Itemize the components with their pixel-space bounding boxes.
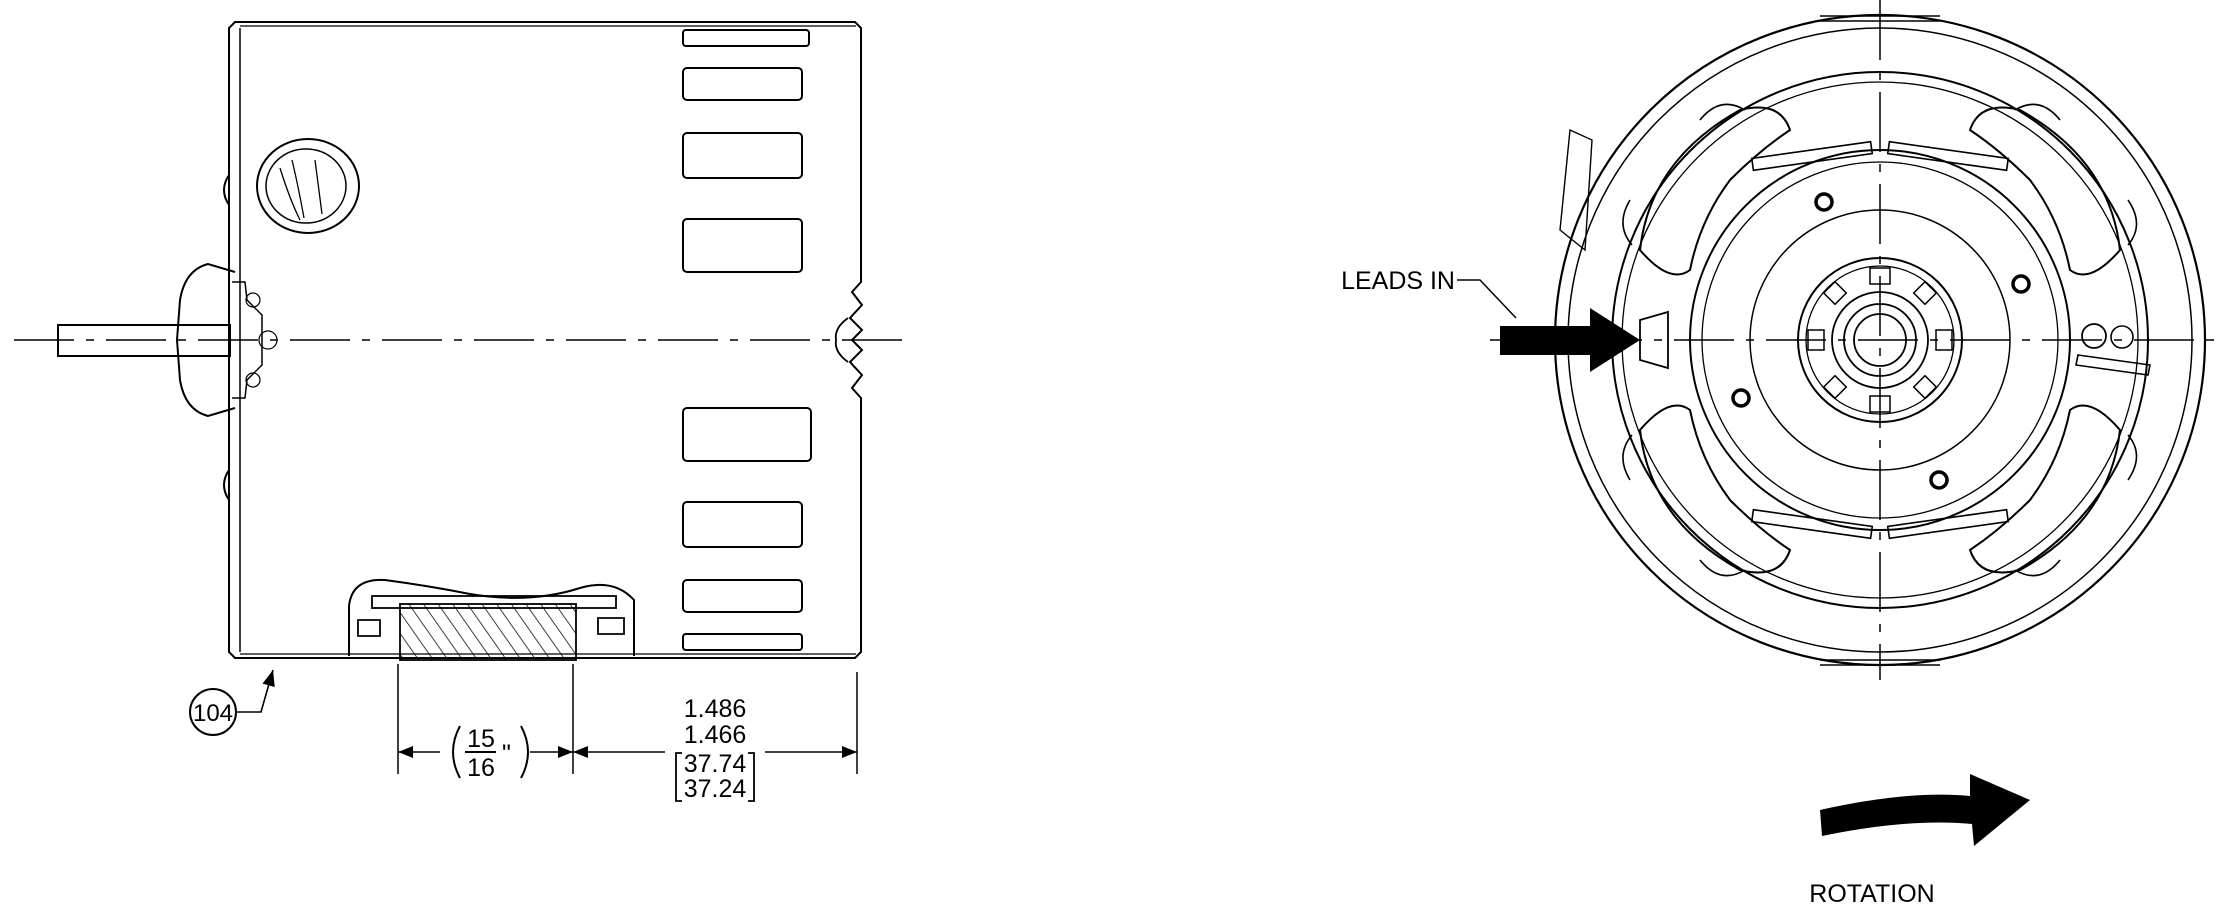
motor-housing	[228, 21, 864, 659]
rim-bump	[1699, 103, 1746, 121]
dim-right-max-in: 1.486	[684, 695, 747, 723]
lead-clip-bar	[2075, 354, 2151, 376]
mounting-hole	[1731, 388, 1751, 408]
rim-bump	[1699, 559, 1746, 577]
rim-bump	[2014, 103, 2061, 121]
bearing-tooth	[1869, 395, 1891, 413]
winding-lobe	[1638, 106, 1792, 276]
cutaway-hatched-section	[399, 603, 577, 661]
conduit-knockout-detail	[279, 159, 323, 221]
winding-lobe	[1968, 106, 2122, 276]
dim-right-min-mm: 37.24	[684, 775, 747, 803]
side-view-text: 104 15 16 " 1.486 1.466 37.74 37.24	[193, 695, 746, 803]
stator-plate-inner	[1701, 161, 2059, 519]
metric-bracket-left	[675, 752, 682, 802]
bearing-tooth	[1807, 329, 1825, 351]
hub-wavy-2	[245, 372, 261, 388]
rotation-arrow	[1820, 774, 2030, 846]
balloon-label: 104	[193, 700, 233, 727]
rim-bump	[2014, 559, 2061, 577]
vent-slot	[682, 132, 803, 179]
dim-left-denominator: 16	[467, 754, 495, 782]
edge-tab-row	[1820, 659, 1940, 666]
rim-bump	[1622, 434, 1633, 481]
housing-left-bump-bottom	[223, 469, 230, 501]
mounting-hole	[2011, 274, 2031, 294]
bearing-ring	[1831, 291, 1929, 389]
cutaway-insert-top	[371, 595, 617, 609]
vent-slot	[682, 579, 803, 613]
hub-wavy-1	[245, 292, 261, 308]
lead-clip	[2081, 323, 2107, 349]
edge-tabs	[1559, 15, 1940, 666]
dim-right-max-mm: 37.74	[684, 750, 747, 778]
mounting-hole	[1814, 192, 1834, 212]
bearing-tooth	[1935, 329, 1953, 351]
leads-leader	[1457, 279, 1517, 319]
winding-lobe	[1638, 404, 1792, 574]
bearing-ring-inner	[1843, 303, 1917, 377]
lead-clip-inner	[2110, 325, 2134, 349]
balloon-leader	[236, 669, 275, 713]
conduit-knockout	[256, 138, 360, 234]
bearing-tooth	[1822, 280, 1848, 306]
vent-slot	[682, 633, 803, 651]
rotation-label: ROTATION	[1809, 880, 1934, 908]
stator-slot	[1750, 140, 1874, 172]
edge-tab-side	[1559, 128, 1593, 252]
rim-bump	[2127, 434, 2138, 481]
housing-left-bump-top	[223, 174, 230, 206]
edge-tab-row	[1820, 15, 1940, 22]
dim-left-numerator: 15	[467, 725, 495, 753]
leads-label: LEADS IN	[1341, 267, 1455, 295]
metric-bracket-right	[748, 752, 755, 802]
bearing-housing	[1797, 257, 1963, 423]
mounting-holes	[1731, 192, 2031, 490]
bearing-tooth	[1912, 280, 1938, 306]
hub-wavy-3	[258, 330, 278, 350]
bearing-tooth	[1869, 267, 1891, 285]
vent-slot	[682, 218, 803, 273]
cutaway-outline	[348, 578, 635, 656]
winding-lobes	[1638, 106, 2122, 574]
vent-slot	[682, 67, 803, 101]
dim-right-min-in: 1.466	[684, 721, 747, 749]
bearing-hub	[175, 262, 236, 418]
rim-bump	[1622, 199, 1633, 246]
housing-rear-notch	[834, 317, 849, 363]
stator-slot	[1886, 140, 2010, 172]
dim-paren-right	[520, 725, 529, 779]
leads-arrow	[1500, 308, 1640, 372]
leads-entry	[1639, 310, 1669, 370]
stator-slot	[1886, 508, 2010, 540]
vent-slot	[682, 501, 803, 548]
stator-slot	[1750, 508, 1874, 540]
winding-lobe	[1968, 404, 2122, 574]
stator-plate	[1689, 149, 2071, 531]
conduit-knockout-inner	[265, 148, 347, 224]
mounting-hole	[1929, 470, 1949, 490]
cutaway-insert-left	[357, 619, 381, 637]
vent-slot	[682, 29, 810, 47]
shaft	[57, 324, 231, 357]
shaft-end	[1853, 313, 1907, 367]
cutaway-insert-right	[597, 617, 625, 635]
bearing-housing-inner	[1805, 265, 1955, 415]
bearing-tooth	[1912, 374, 1938, 400]
side-view	[14, 21, 905, 802]
dim-paren-left	[452, 725, 461, 779]
bearing-hub-inner	[232, 281, 263, 399]
stator-slots	[1750, 140, 2010, 540]
dim-left-unit: "	[502, 740, 511, 768]
vent-slot	[682, 407, 812, 462]
rim-bumps	[1622, 103, 2138, 577]
end-view-text: LEADS IN ROTATION	[1341, 267, 1935, 908]
rim-bump	[2127, 199, 2138, 246]
bearing-tooth	[1822, 374, 1848, 400]
stator-plate-recess	[1749, 209, 2011, 471]
bearing-teeth	[1807, 267, 1953, 413]
end-view	[1457, 0, 2220, 846]
